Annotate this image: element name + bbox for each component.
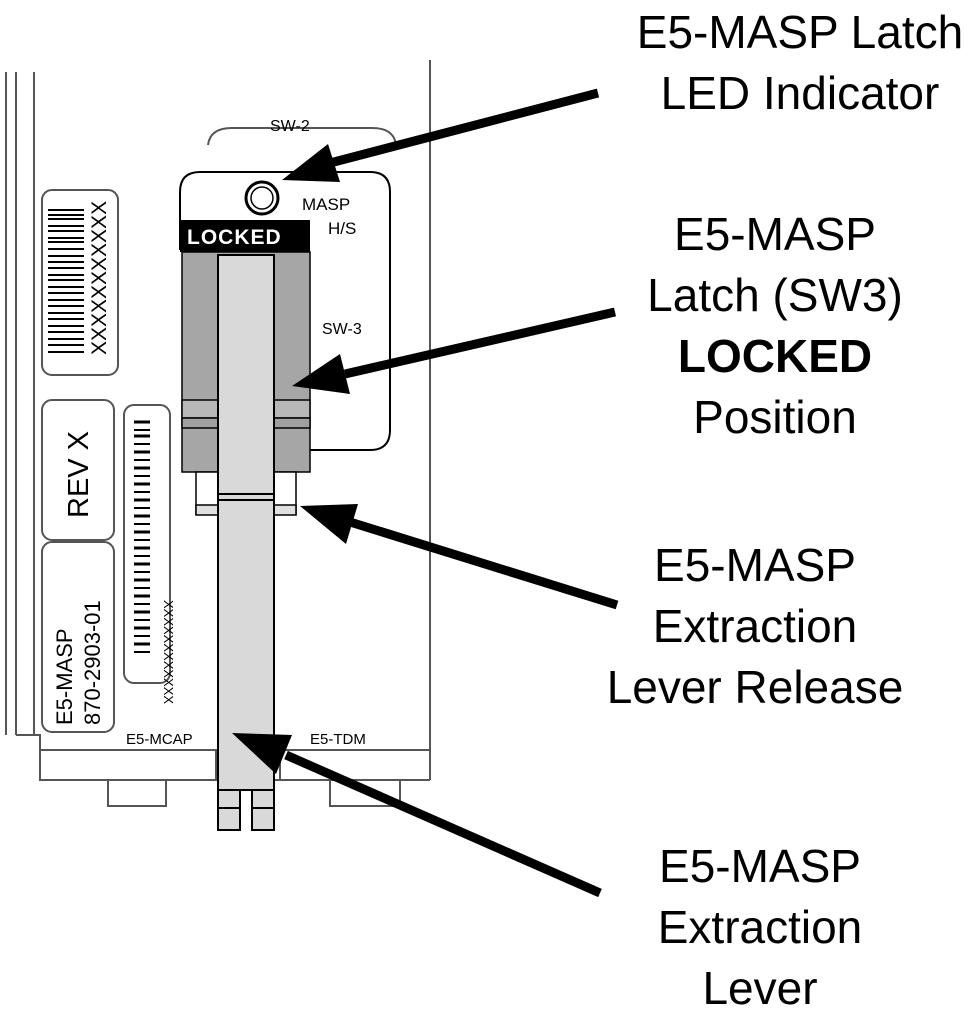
callout-led-line2: LED Indicator (660, 67, 940, 119)
callout-latch-line2: Latch (SW3) (647, 269, 903, 321)
part-name: E5-MASP (52, 628, 77, 725)
callout-led-indicator: E5-MASP Latch LED Indicator (620, 2, 980, 124)
callout-latch: E5-MASP Latch (SW3) LOCKED Position (620, 204, 930, 448)
latch-panel (179, 171, 391, 451)
sw2-label: SW-2 (270, 118, 310, 135)
arrow-lever (284, 750, 602, 898)
callout-lever-line3: Lever (702, 962, 818, 1014)
callout-lever-line2: Extraction (657, 901, 863, 953)
callout-led-line1: E5-MASP Latch (636, 6, 964, 58)
rev-label-box (41, 399, 115, 541)
sw3-label: SW-3 (322, 321, 362, 338)
callout-arrows (232, 88, 619, 898)
callout-lever: E5-MASP Extraction Lever (620, 836, 900, 1019)
arrowhead-latch (292, 354, 350, 394)
sw2-outline (207, 127, 397, 146)
barcode-text-right: XXXXXXXXXXXX (161, 600, 176, 704)
callout-lever-release: E5-MASP Extraction Lever Release (595, 535, 915, 718)
rev-label: REV X (63, 431, 95, 518)
arrowhead-led (282, 144, 340, 182)
callout-latch-line3: LOCKED (677, 330, 873, 382)
barcode-label-right: XXXXXXXXXXXX (123, 404, 176, 704)
callout-lever-line1: E5-MASP (659, 840, 861, 892)
callout-release-line2: Extraction (652, 600, 858, 652)
mcap-label: E5-MCAP (126, 731, 193, 748)
led-inner-ring (250, 186, 274, 210)
part-label-box (41, 541, 115, 733)
arrow-latch (343, 307, 617, 379)
barcode-text-top: XXXXXXXXXXX (88, 201, 111, 355)
arrowhead-lever (232, 733, 292, 774)
callout-latch-line1: E5-MASP (674, 208, 876, 260)
locked-label: LOCKED (187, 226, 282, 249)
arrow-led (328, 88, 600, 168)
arrowhead-release (300, 504, 358, 544)
hs-label: H/S (328, 219, 356, 238)
barcode-label-top: XXXXXXXXXXX (41, 189, 119, 376)
part-number: 870-2903-01 (80, 600, 105, 725)
arrow-release (348, 517, 619, 610)
tdm-label: E5-TDM (310, 731, 366, 748)
callout-release-line1: E5-MASP (654, 539, 856, 591)
locked-banner (180, 220, 310, 252)
masp-label: MASP (302, 195, 350, 214)
extraction-lever (217, 254, 275, 831)
callout-latch-line4: Position (693, 391, 857, 443)
callout-release-line3: Lever Release (606, 661, 904, 713)
